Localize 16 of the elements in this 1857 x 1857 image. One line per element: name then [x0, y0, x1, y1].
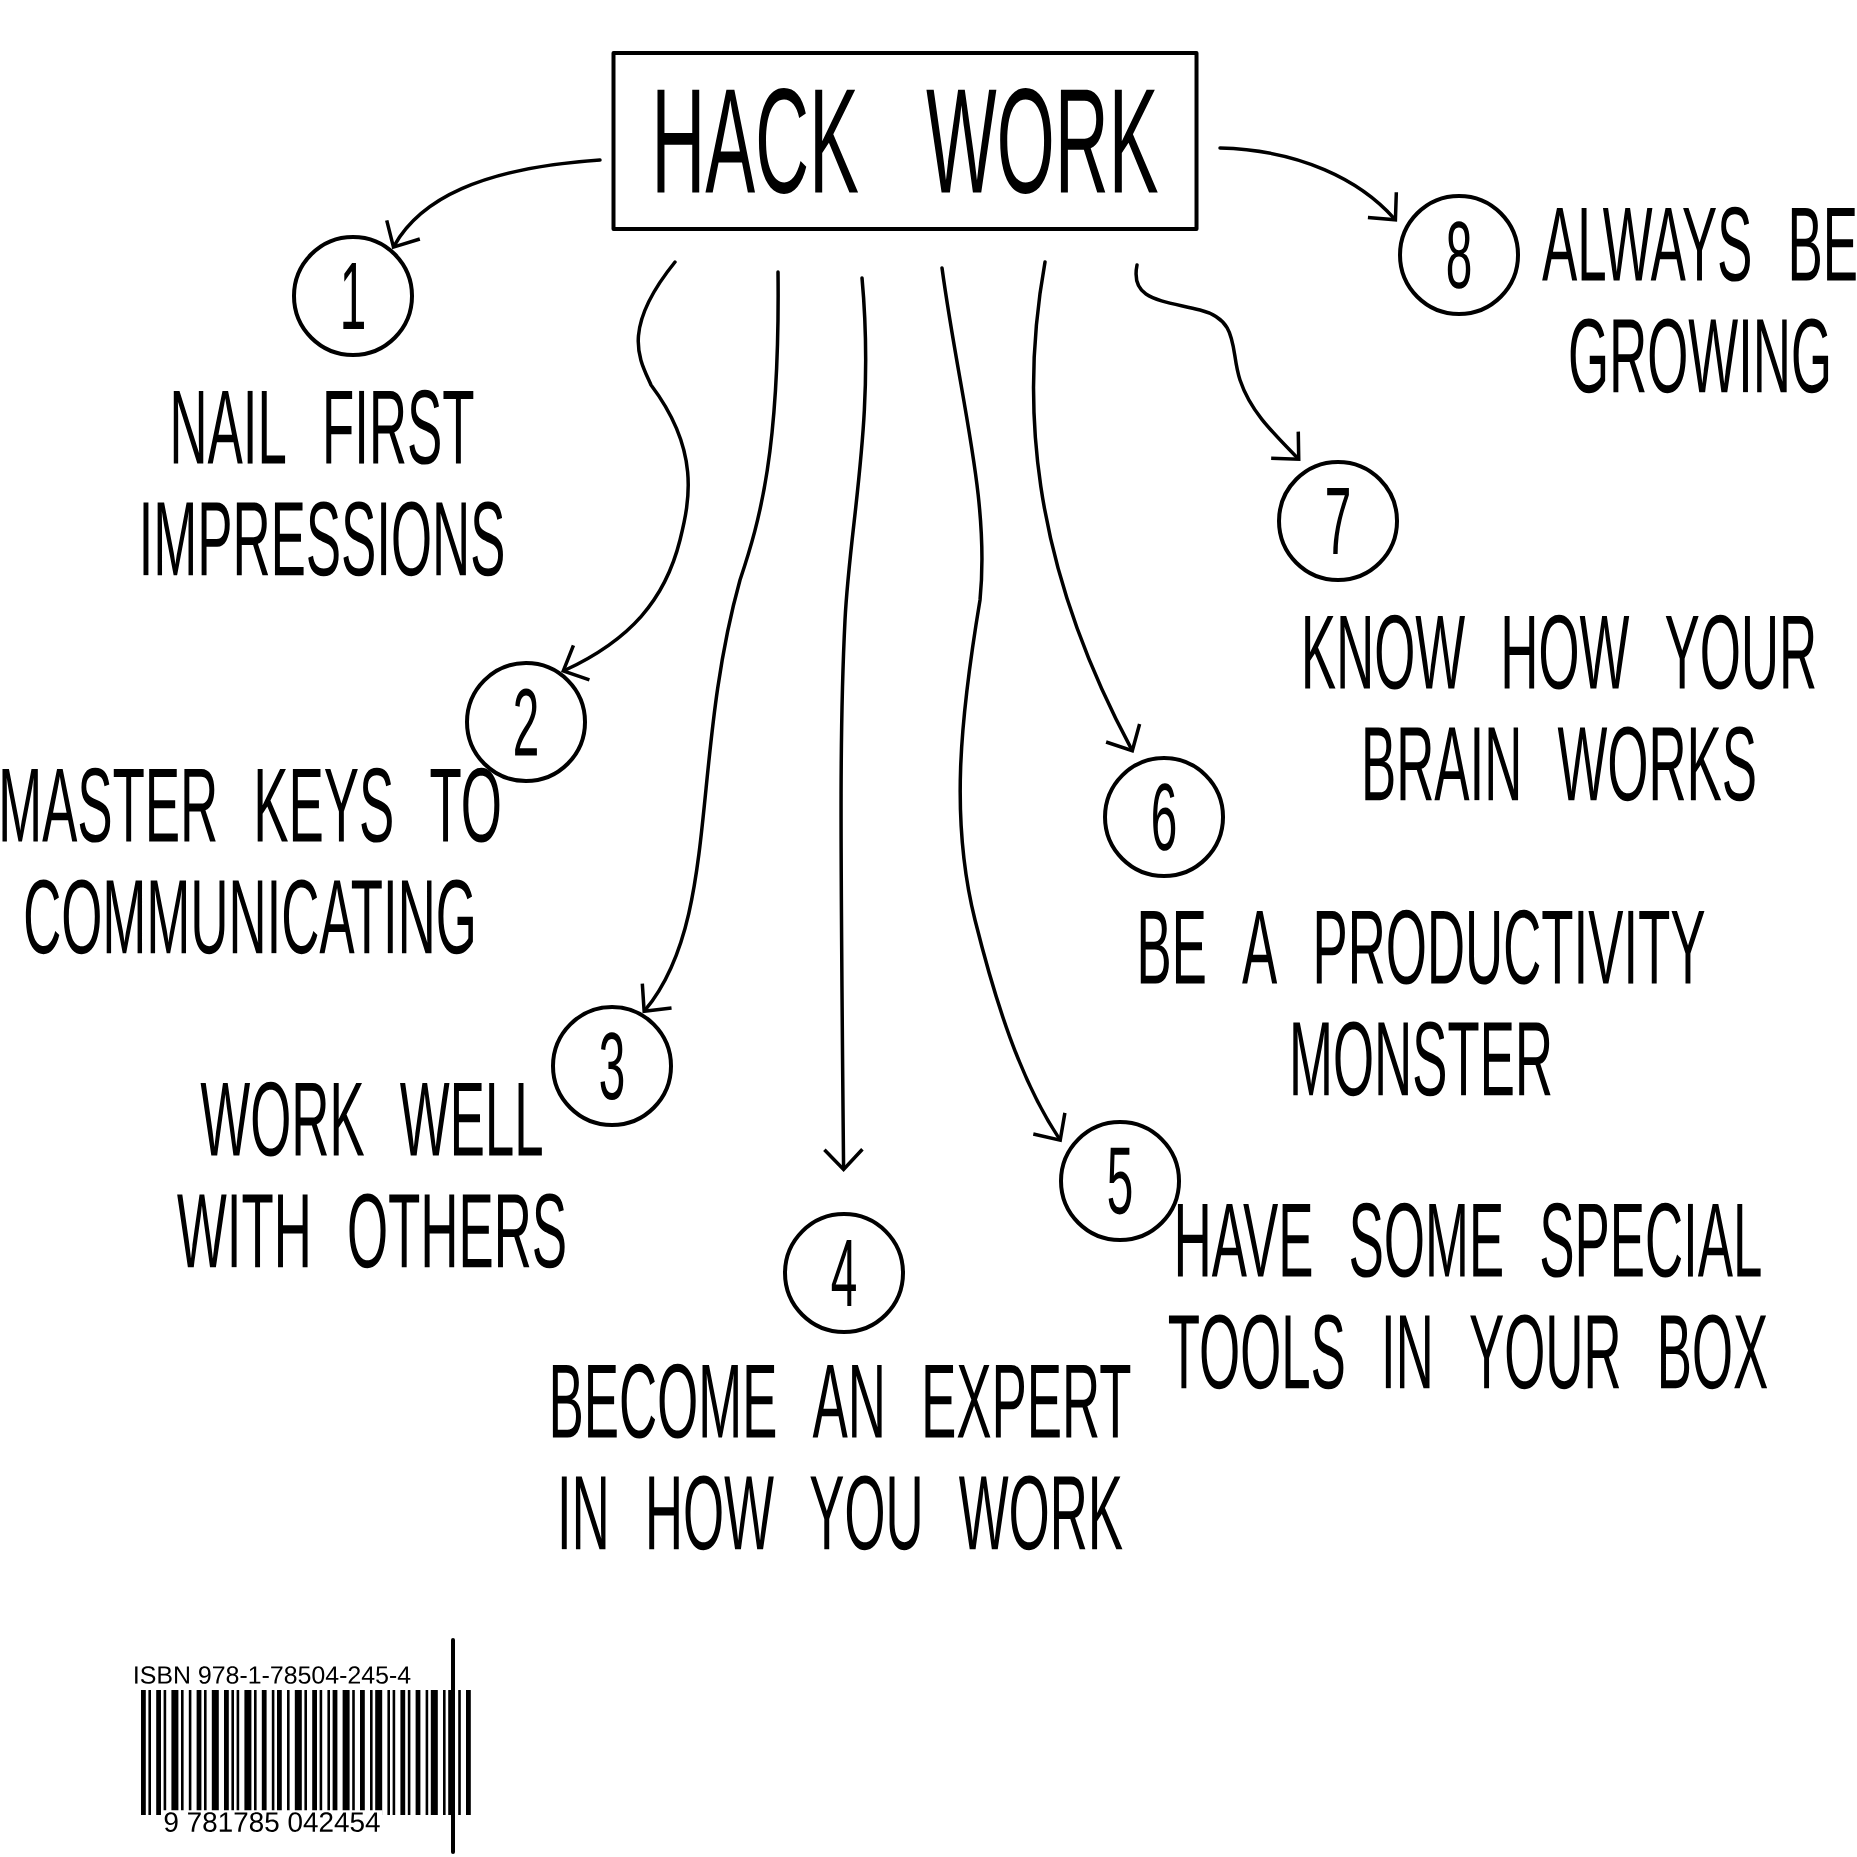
curved-arrow: [385, 158, 602, 250]
curved-arrow: [1031, 260, 1142, 753]
curved-arrow: [561, 260, 690, 682]
curved-arrow: [640, 270, 780, 1014]
barcode-number: 9 781785 042454: [161, 1810, 383, 1834]
title-box: HACK WORK: [611, 51, 1199, 231]
item-text: ALWAYS BE GROWING: [1542, 206, 1856, 394]
curved-arrow: [1218, 146, 1399, 222]
item-text: BE A PRODUCTIVITY MONSTER: [1140, 909, 1705, 1097]
curved-arrow: [1134, 263, 1301, 462]
item-text: BECOME AN EXPERT IN HOW YOU WORK: [552, 1363, 1131, 1551]
curved-arrow: [940, 266, 1067, 1143]
curved-arrow: [823, 276, 868, 1173]
item-text: NAIL FIRST IMPRESSIONS: [143, 389, 503, 577]
isbn-text: ISBN 978-1-78504-245-4: [135, 1666, 411, 1684]
item-text: KNOW HOW YOUR BRAIN WORKS: [1305, 614, 1815, 802]
